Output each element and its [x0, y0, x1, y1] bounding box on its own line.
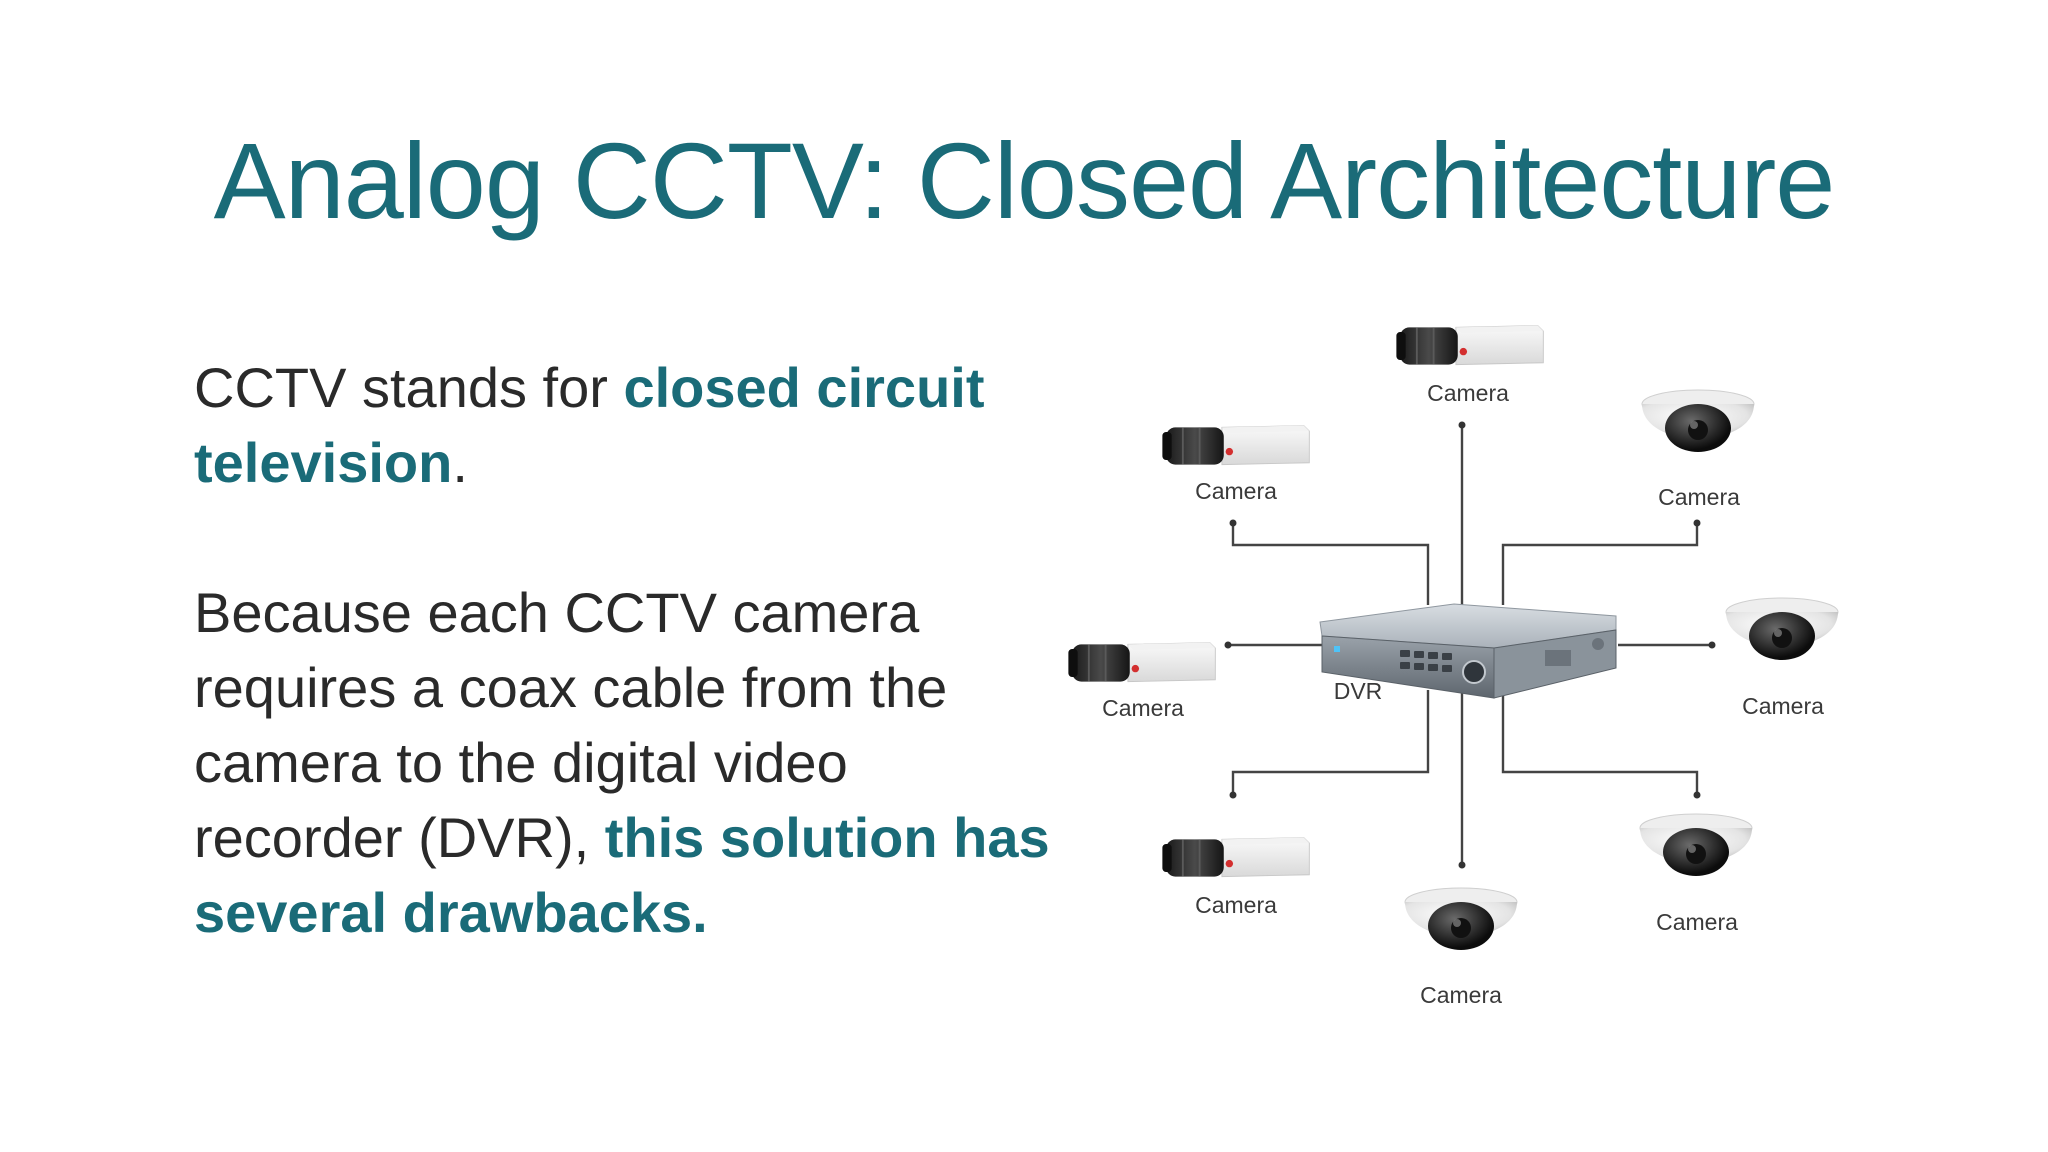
- drawbacks-paragraph: Because each CCTV camera requires a coax…: [194, 575, 1054, 950]
- camera-upper-right: Camera: [1641, 389, 1755, 510]
- box-camera-icon: [1161, 836, 1311, 878]
- dvr-button: [1442, 665, 1452, 672]
- dvr-button: [1414, 663, 1424, 670]
- camera-upper-left: Camera: [1161, 424, 1311, 504]
- box-camera-icon: [1395, 324, 1545, 366]
- camera-label: Camera: [1195, 892, 1277, 918]
- endpoint-dot: [1224, 641, 1232, 649]
- endpoint-dot: [1229, 519, 1237, 527]
- coax-wiring: [1228, 425, 1712, 865]
- camera-label: Camera: [1658, 484, 1740, 510]
- dvr-button: [1400, 650, 1410, 657]
- camera-mid-right: Camera: [1725, 597, 1839, 719]
- camera-label: Camera: [1420, 982, 1502, 1008]
- dvr-label: DVR: [1334, 678, 1383, 704]
- camera-label: Camera: [1195, 478, 1277, 504]
- dvr-button: [1428, 652, 1438, 659]
- endpoint-dot: [1693, 519, 1701, 527]
- dvr-button: [1414, 651, 1424, 658]
- endpoint-dot: [1458, 861, 1466, 869]
- camera-label: Camera: [1656, 909, 1738, 935]
- dvr-buttons: [1400, 650, 1452, 672]
- dome-camera-icon: [1725, 597, 1839, 661]
- wire-endpoints: [1224, 421, 1716, 869]
- dvr-button: [1428, 664, 1438, 671]
- endpoint-dot: [1229, 791, 1237, 799]
- camera-lower-right: Camera: [1639, 813, 1753, 935]
- endpoint-dot: [1693, 791, 1701, 799]
- wire-lower-left: [1231, 690, 1430, 795]
- dvr-vent: [1545, 650, 1571, 666]
- dome-camera-icon: [1404, 887, 1518, 951]
- box-camera-icon: [1161, 424, 1311, 466]
- camera-top: Camera: [1395, 324, 1545, 406]
- dome-camera-icon: [1639, 813, 1753, 877]
- drawbacks-text: Because each CCTV camera requires a coax…: [194, 581, 948, 869]
- definition-text-lead: CCTV stands for: [194, 356, 624, 419]
- camera-label: Camera: [1742, 693, 1824, 719]
- endpoint-dot: [1708, 641, 1716, 649]
- wire-lower-right: [1501, 690, 1699, 795]
- definition-paragraph: CCTV stands for closed circuit televisio…: [194, 350, 1054, 500]
- dvr-button: [1442, 653, 1452, 660]
- camera-label: Camera: [1427, 380, 1509, 406]
- dvr-power-button: [1592, 638, 1604, 650]
- wire-upper-left: [1231, 523, 1430, 605]
- definition-highlight: closed circuit television: [194, 356, 985, 494]
- camera-bottom: Camera: [1404, 887, 1518, 1008]
- definition-text-end: .: [452, 431, 468, 494]
- camera-mid-left: Camera: [1067, 641, 1217, 721]
- dvr-led: [1334, 646, 1340, 652]
- dvr-jog-dial: [1462, 660, 1486, 684]
- endpoint-dot: [1458, 421, 1466, 429]
- drawbacks-highlight: this solution has several drawbacks.: [194, 806, 1050, 944]
- dome-camera-icon: [1641, 389, 1755, 453]
- dvr-button: [1400, 662, 1410, 669]
- camera-label: Camera: [1102, 695, 1184, 721]
- wire-upper-right: [1501, 523, 1699, 605]
- slide-title: Analog CCTV: Closed Architecture: [213, 120, 1836, 241]
- box-camera-icon: [1067, 641, 1217, 683]
- camera-lower-left: Camera: [1161, 836, 1311, 918]
- dvr-device: [1319, 603, 1617, 699]
